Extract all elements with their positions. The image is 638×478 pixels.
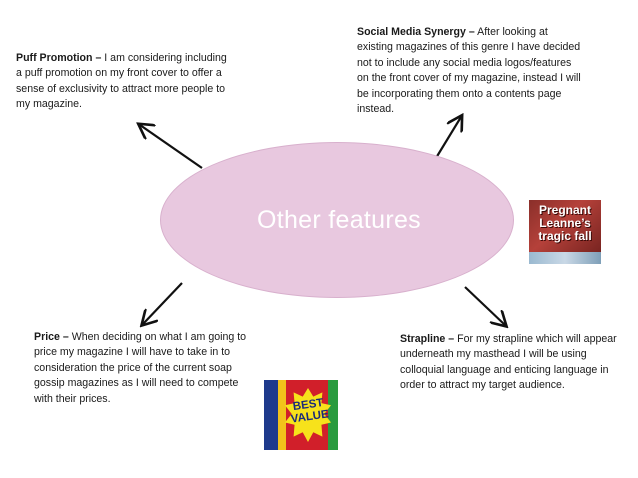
cutout-stripe <box>278 380 286 450</box>
note-heading: Puff Promotion – <box>16 52 102 64</box>
note-heading: Strapline – <box>400 333 455 345</box>
note-price: Price – When deciding on what I am going… <box>34 330 259 407</box>
note-strapline: Strapline – For my strapline which will … <box>400 332 622 394</box>
cutout-stripe <box>328 380 338 450</box>
cutout-text: Pregnant Leanne’s tragic fall <box>538 203 592 243</box>
central-label: Other features <box>256 205 421 234</box>
arrow-to-puff-promotion <box>140 125 203 169</box>
arrow-to-strapline <box>464 286 505 325</box>
cutout-stripe <box>264 380 278 450</box>
note-heading: Price – <box>34 331 69 343</box>
note-social-media-synergy: Social Media Synergy – After looking at … <box>357 25 582 117</box>
cutout-photo-strip <box>529 252 601 264</box>
note-body: For my strapline which will appear under… <box>400 333 617 392</box>
note-body: I am considering including a puff promot… <box>16 52 227 111</box>
note-puff-promotion: Puff Promotion – I am considering includ… <box>16 51 231 113</box>
arrow-to-social-media <box>435 117 461 159</box>
note-body: After looking at existing magazines of t… <box>357 26 581 116</box>
magazine-cutout-pregnant: Pregnant Leanne’s tragic fall <box>529 200 601 264</box>
note-heading: Social Media Synergy – <box>357 26 475 38</box>
magazine-cutout-best-value: BEST VALUE <box>264 380 338 450</box>
arrow-to-price <box>143 282 183 324</box>
note-body: When deciding on what I am going to pric… <box>34 331 247 405</box>
central-ellipse: Other features <box>160 142 514 298</box>
